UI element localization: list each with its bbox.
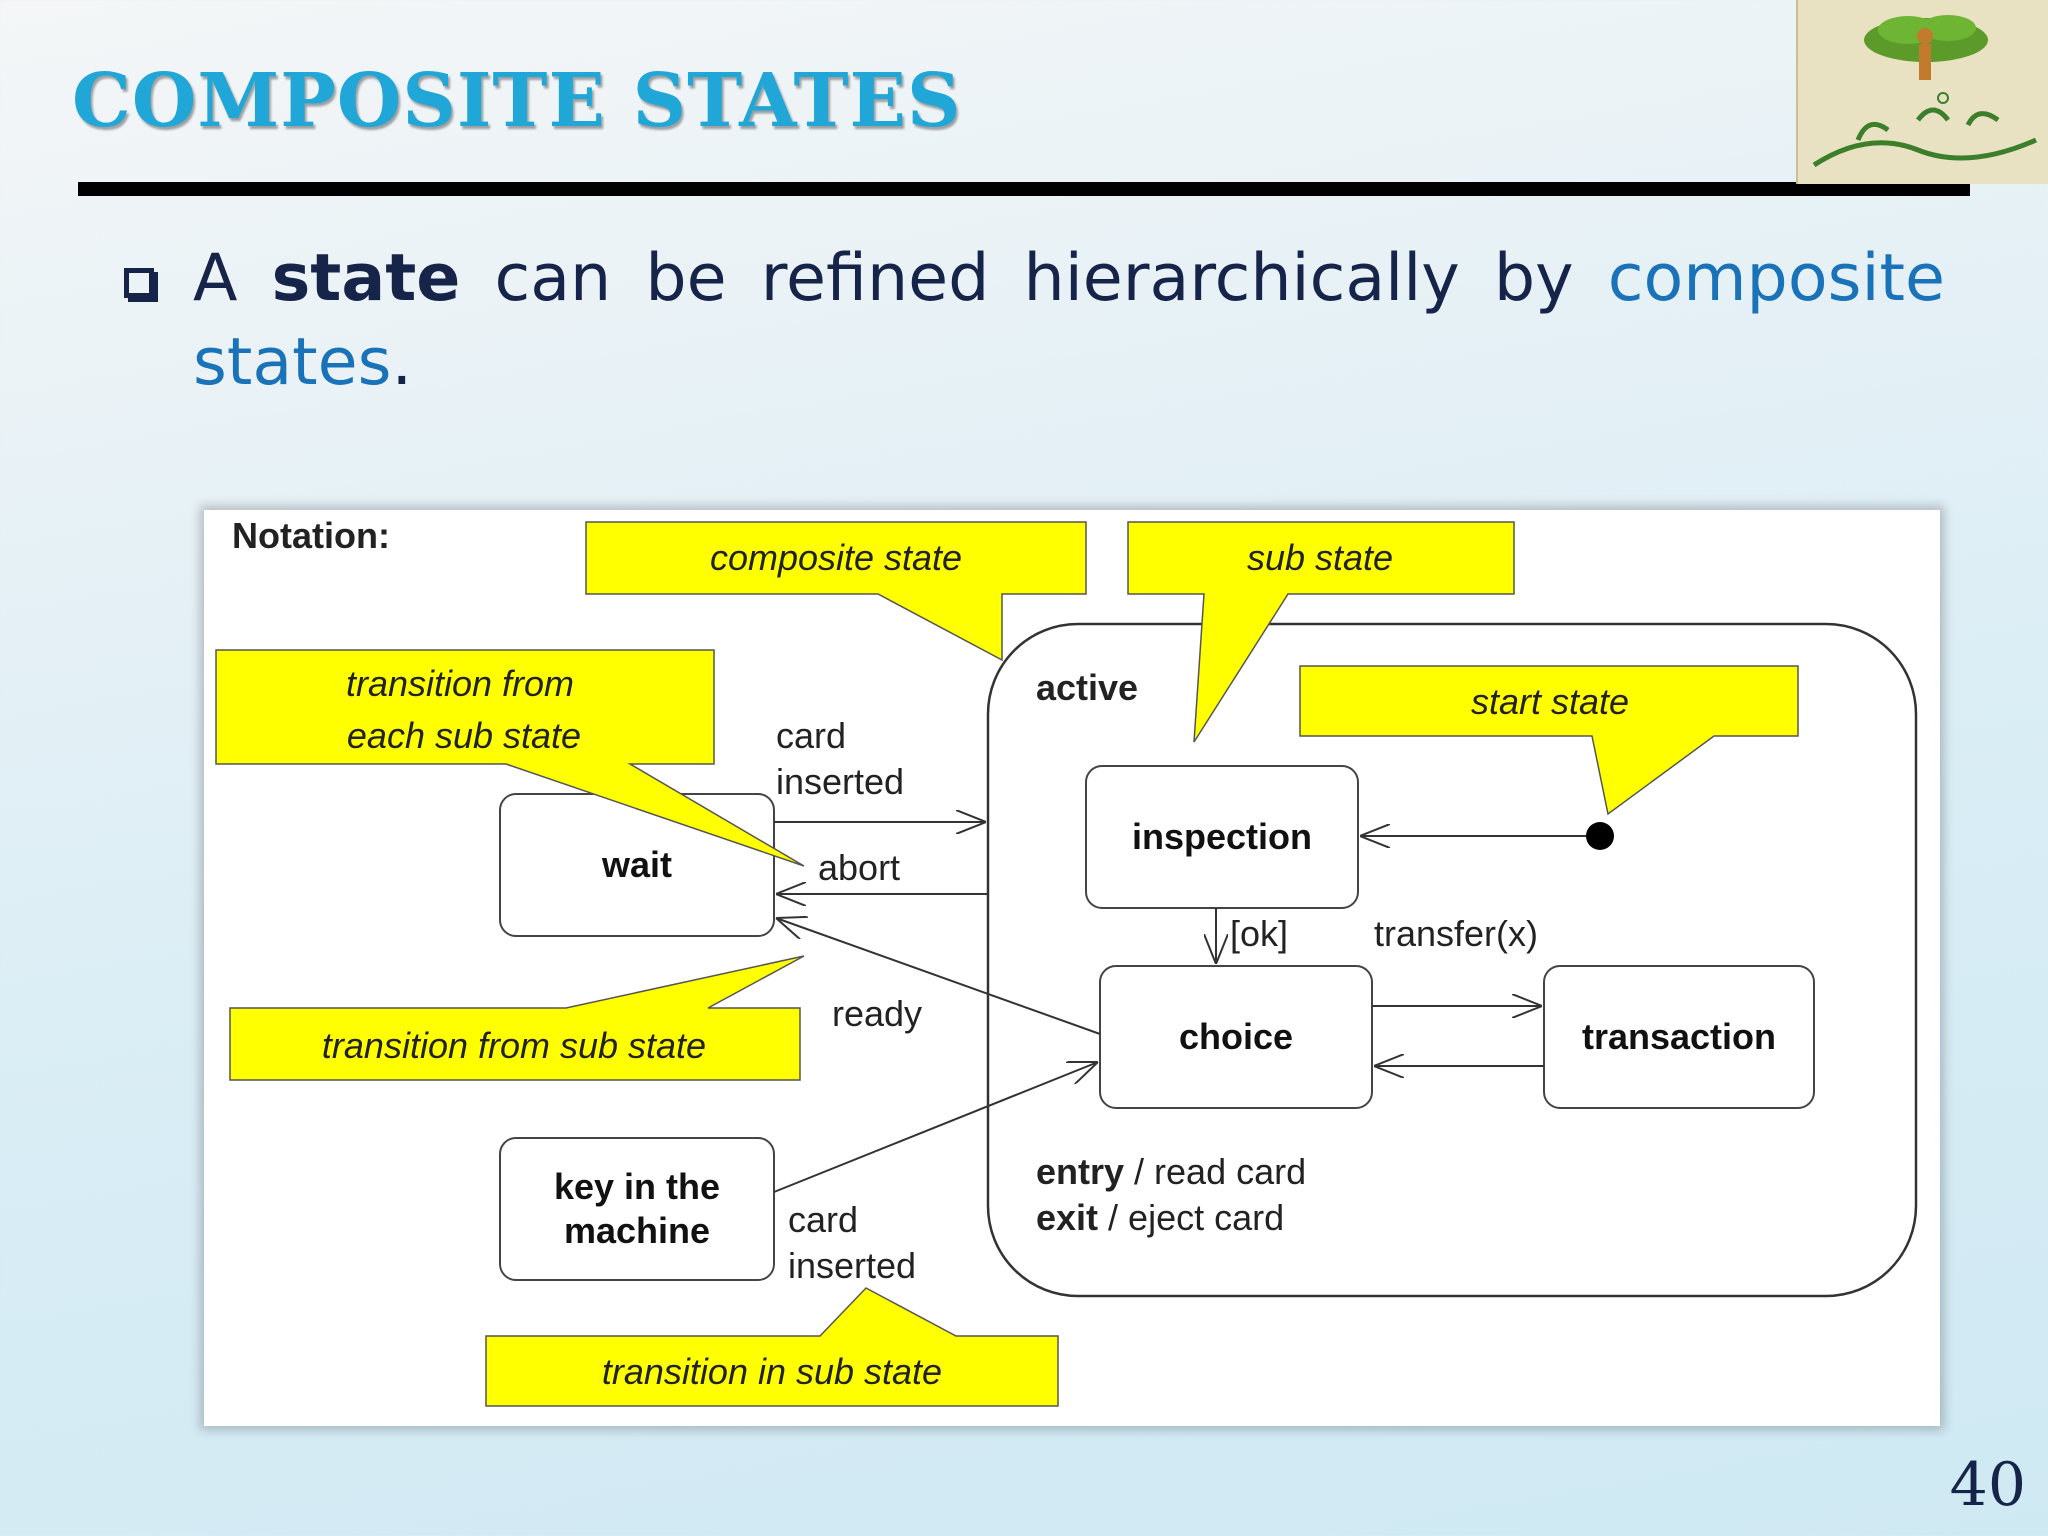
state-wait-label: wait bbox=[601, 844, 672, 885]
callout-start-state: start state bbox=[1299, 665, 1799, 816]
callout-transition-each-sub-state: transition from each sub state bbox=[215, 649, 805, 867]
state-diagram-figure: Notation: active wait key in the machine… bbox=[204, 510, 1940, 1426]
label-card-bottom-line1: card bbox=[788, 1199, 858, 1240]
title-underline bbox=[78, 182, 1970, 196]
entry-action: entry / read card bbox=[1036, 1151, 1306, 1192]
label-transfer: transfer(x) bbox=[1374, 913, 1538, 954]
callout-transition-each-line1: transition from bbox=[346, 663, 574, 704]
organization-logo bbox=[1796, 0, 2048, 184]
state-transaction bbox=[1543, 965, 1815, 1109]
label-card-top-line2: inserted bbox=[776, 761, 904, 802]
page-number: 40 bbox=[1949, 1450, 2026, 1520]
transition-card-inserted-bottom bbox=[773, 1062, 1098, 1193]
label-abort: abort bbox=[818, 847, 900, 888]
state-choice-label: choice bbox=[1179, 1016, 1293, 1057]
state-inspection-label: inspection bbox=[1132, 816, 1312, 857]
bullet-keyword: state bbox=[271, 241, 461, 316]
bullet-prefix: A bbox=[193, 241, 272, 316]
state-transaction-label: transaction bbox=[1582, 1016, 1776, 1057]
state-key-in-machine bbox=[499, 1137, 775, 1281]
callout-sub-state: sub state bbox=[1127, 521, 1515, 743]
callout-transition-each-line2: each sub state bbox=[347, 715, 581, 756]
bullet-middle: can be refined hierarchically by bbox=[460, 241, 1608, 316]
label-ready: ready bbox=[832, 993, 922, 1034]
callout-start-state-text: start state bbox=[1471, 681, 1629, 722]
bullet-suffix: . bbox=[391, 325, 413, 400]
state-key-in-machine-line2: machine bbox=[564, 1210, 710, 1251]
state-diagram: Notation: active wait key in the machine… bbox=[215, 515, 1918, 1407]
callout-transition-in-sub-state: transition in sub state bbox=[485, 1287, 1059, 1407]
callout-transition-in-sub-text: transition in sub state bbox=[602, 1351, 942, 1392]
state-choice bbox=[1099, 965, 1373, 1109]
callout-transition-from-sub-text: transition from sub state bbox=[322, 1025, 706, 1066]
callout-sub-state-text: sub state bbox=[1247, 537, 1393, 578]
callout-transition-from-sub-state: transition from sub state bbox=[229, 955, 805, 1081]
callout-composite-state: composite state bbox=[585, 521, 1087, 662]
start-state-dot bbox=[1586, 822, 1614, 850]
state-key-in-machine-line1: key in the bbox=[554, 1166, 720, 1207]
exit-action: exit / eject card bbox=[1036, 1197, 1284, 1238]
label-card-bottom-line2: inserted bbox=[788, 1245, 916, 1286]
state-inspection bbox=[1085, 765, 1359, 909]
notation-label: Notation: bbox=[232, 515, 390, 556]
label-card-top-line1: card bbox=[776, 715, 846, 756]
tree-logo-icon bbox=[1812, 15, 2038, 168]
composite-state-active bbox=[986, 622, 1918, 1298]
bullet-highlight: composite states bbox=[193, 241, 1945, 400]
transition-ready bbox=[776, 918, 1101, 1035]
slide-title: COMPOSITE STATES bbox=[72, 58, 962, 144]
bullet-square-icon bbox=[124, 268, 154, 298]
composite-state-name: active bbox=[1036, 667, 1138, 708]
bullet-text: A state can be refined hierarchically by… bbox=[193, 237, 1945, 405]
label-ok: [ok] bbox=[1230, 913, 1288, 954]
callout-composite-state-text: composite state bbox=[710, 537, 962, 578]
